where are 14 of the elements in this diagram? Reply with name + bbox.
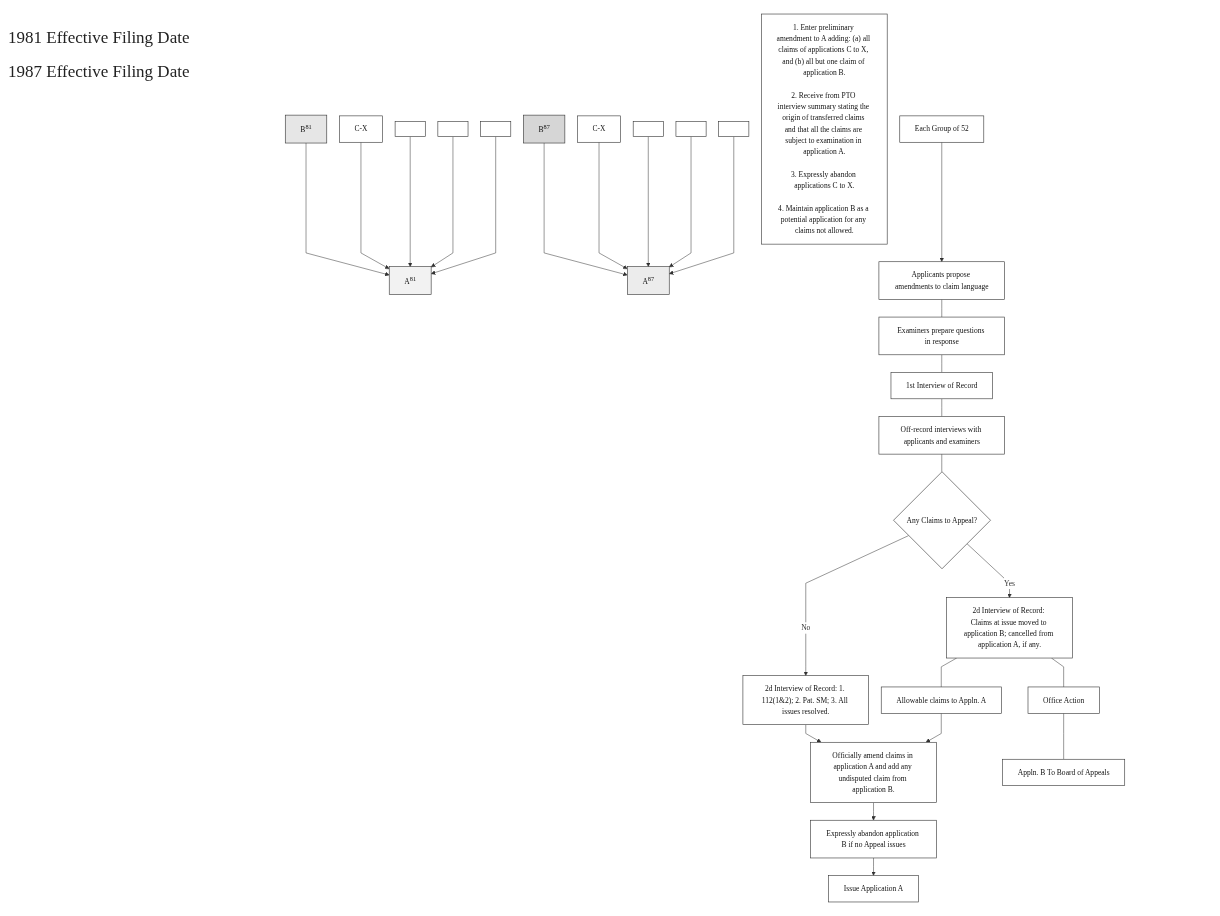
group-heading: 1981 Effective Filing Date	[8, 28, 191, 48]
node-box	[437, 121, 469, 137]
connector	[941, 453, 943, 472]
connector	[941, 354, 943, 373]
connector	[941, 299, 943, 318]
node-box	[480, 121, 512, 137]
connector	[1063, 713, 1064, 760]
node-box	[632, 121, 664, 137]
node-box	[675, 121, 707, 137]
node-box	[394, 121, 426, 137]
group-heading: 1987 Effective Filing Date	[8, 62, 191, 82]
node-box	[718, 121, 750, 137]
connector	[941, 398, 943, 417]
connector	[1051, 657, 1064, 688]
